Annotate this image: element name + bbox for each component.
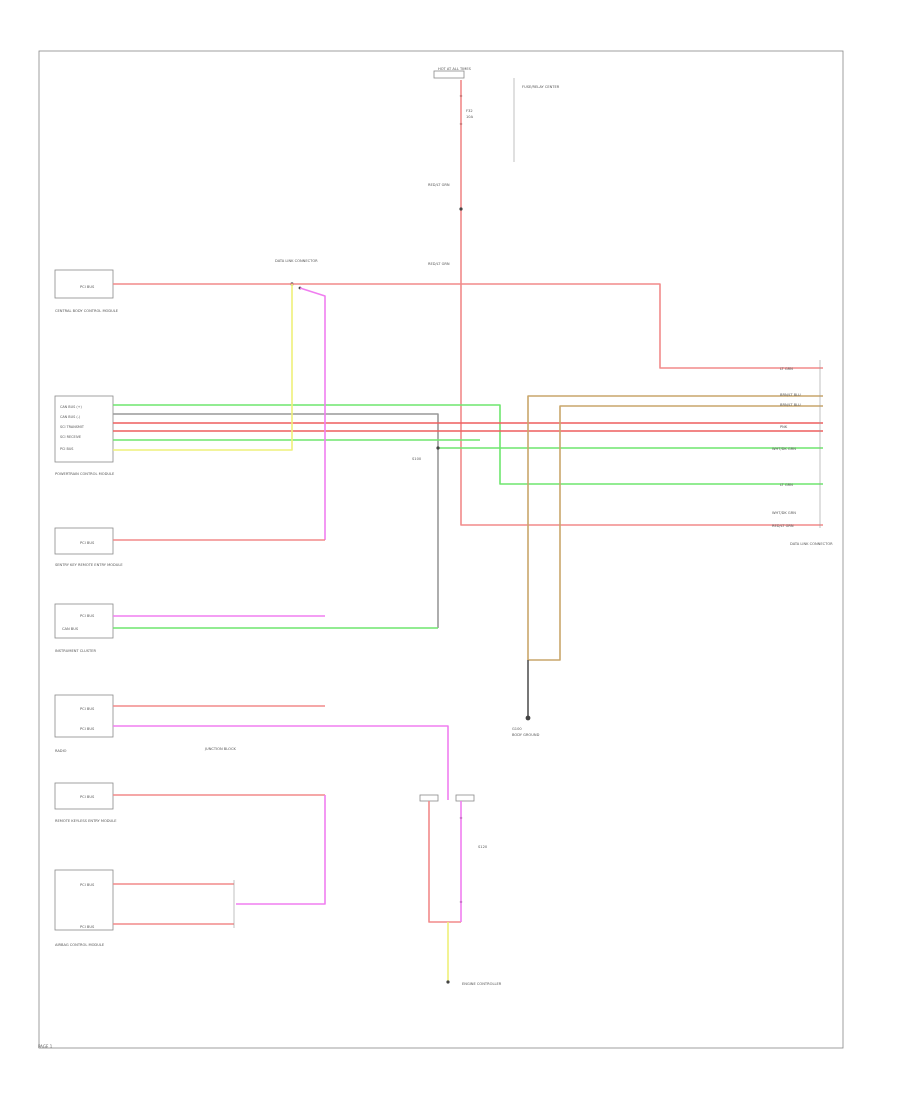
svg-text:S100: S100 [412,457,422,461]
svg-text:DATA LINK CONNECTOR: DATA LINK CONNECTOR [790,542,833,546]
module-2: CAN BUS (+) CAN BUS (-) SCI TRANSMIT SCI… [54,395,115,476]
svg-text:G100: G100 [512,727,522,731]
wire-module-5b [113,725,449,800]
svg-text:PCI BUS: PCI BUS [80,285,95,289]
bottom-junction: S120 [419,794,488,904]
svg-text:PCI BUS: PCI BUS [60,447,73,451]
fuse-block: HOT AT ALL TIMES FUSE/RELAY CENTER F32 1… [433,67,560,162]
svg-text:AIRBAG CONTROL MODULE: AIRBAG CONTROL MODULE [55,943,105,947]
svg-text:BODY GROUND: BODY GROUND [512,733,540,737]
svg-text:PCI BUS: PCI BUS [80,707,95,711]
diagram-frame [38,50,844,1049]
svg-text:LT GRN: LT GRN [780,367,793,371]
svg-text:SENTRY KEY REMOTE ENTRY MODULE: SENTRY KEY REMOTE ENTRY MODULE [55,563,123,567]
wire-brn-2 [528,405,823,661]
wire-module-7c [236,795,326,905]
svg-text:PCI BUS: PCI BUS [80,883,95,887]
wire-pink-bus [299,287,326,540]
svg-text:PCI BUS: PCI BUS [80,614,95,618]
wire-can-neg [113,413,439,628]
svg-text:RADIO: RADIO [55,749,67,753]
module-5: PCI BUS PCI BUS RADIO [54,694,114,753]
svg-text:PCI BUS: PCI BUS [80,727,95,731]
page-id: PAGE 1 [38,1044,53,1049]
wire-module-1 [113,283,823,369]
svg-text:FUSE/RELAY CENTER: FUSE/RELAY CENTER [522,85,560,89]
module-6: PCI BUS REMOTE KEYLESS ENTRY MODULE [54,782,117,823]
svg-text:10A: 10A [466,115,474,119]
svg-text:PCI BUS: PCI BUS [80,925,95,929]
module-4: PCI BUS CAN BUS INSTRUMENT CLUSTER [54,603,114,653]
svg-text:S120: S120 [478,845,488,849]
svg-text:ENGINE CONTROLLER: ENGINE CONTROLLER [462,982,502,986]
svg-text:RED/LT GRN: RED/LT GRN [428,262,450,266]
wire-pci-yellow [113,284,293,451]
svg-text:PCI BUS: PCI BUS [80,541,95,545]
svg-text:CAN BUS (-): CAN BUS (-) [60,415,81,419]
wire-bottom-red [428,801,461,923]
svg-text:F32: F32 [466,109,473,113]
right-connector: LT GRN BRN/LT BLU BRN/LT BLU PNK WHT/DK … [772,360,833,546]
svg-text:BRN/LT BLU: BRN/LT BLU [780,403,801,407]
wire-fuse-feed [460,80,823,526]
svg-text:INSTRUMENT CLUSTER: INSTRUMENT CLUSTER [55,649,96,653]
svg-text:POWERTRAIN CONTROL MODULE: POWERTRAIN CONTROL MODULE [55,472,115,476]
svg-text:CAN BUS: CAN BUS [62,627,79,631]
svg-text:SCI RECEIVE: SCI RECEIVE [60,435,81,439]
svg-text:RED/LT GRN: RED/LT GRN [428,183,450,187]
module-3: PCI BUS SENTRY KEY REMOTE ENTRY MODULE [54,527,123,567]
svg-text:HOT AT ALL TIMES: HOT AT ALL TIMES [438,67,472,71]
svg-text:SCI TRANSMIT: SCI TRANSMIT [60,425,85,429]
svg-text:PNK: PNK [780,425,788,429]
svg-text:REMOTE KEYLESS ENTRY MODULE: REMOTE KEYLESS ENTRY MODULE [55,819,117,823]
svg-text:CAN BUS (+): CAN BUS (+) [60,405,83,409]
svg-text:LT GRN: LT GRN [780,483,793,487]
svg-text:JUNCTION BLOCK: JUNCTION BLOCK [204,747,236,751]
wire-can-pos [113,404,823,485]
svg-text:DATA LINK CONNECTOR: DATA LINK CONNECTOR [275,259,318,263]
svg-text:WHT/DK GRN: WHT/DK GRN [772,511,796,515]
svg-text:PCI BUS: PCI BUS [80,795,95,799]
svg-text:BRN/LT BLU: BRN/LT BLU [780,393,801,397]
svg-text:CENTRAL BODY CONTROL MODULE: CENTRAL BODY CONTROL MODULE [55,309,119,313]
svg-text:WHT/DK GRN: WHT/DK GRN [772,447,796,451]
module-7: PCI BUS PCI BUS AIRBAG CONTROL MODULE [54,869,114,947]
svg-text:RED/LT GRN: RED/LT GRN [772,524,794,528]
wire-brn-1 [527,395,823,660]
module-1: PCI BUS CENTRAL BODY CONTROL MODULE [54,269,119,313]
